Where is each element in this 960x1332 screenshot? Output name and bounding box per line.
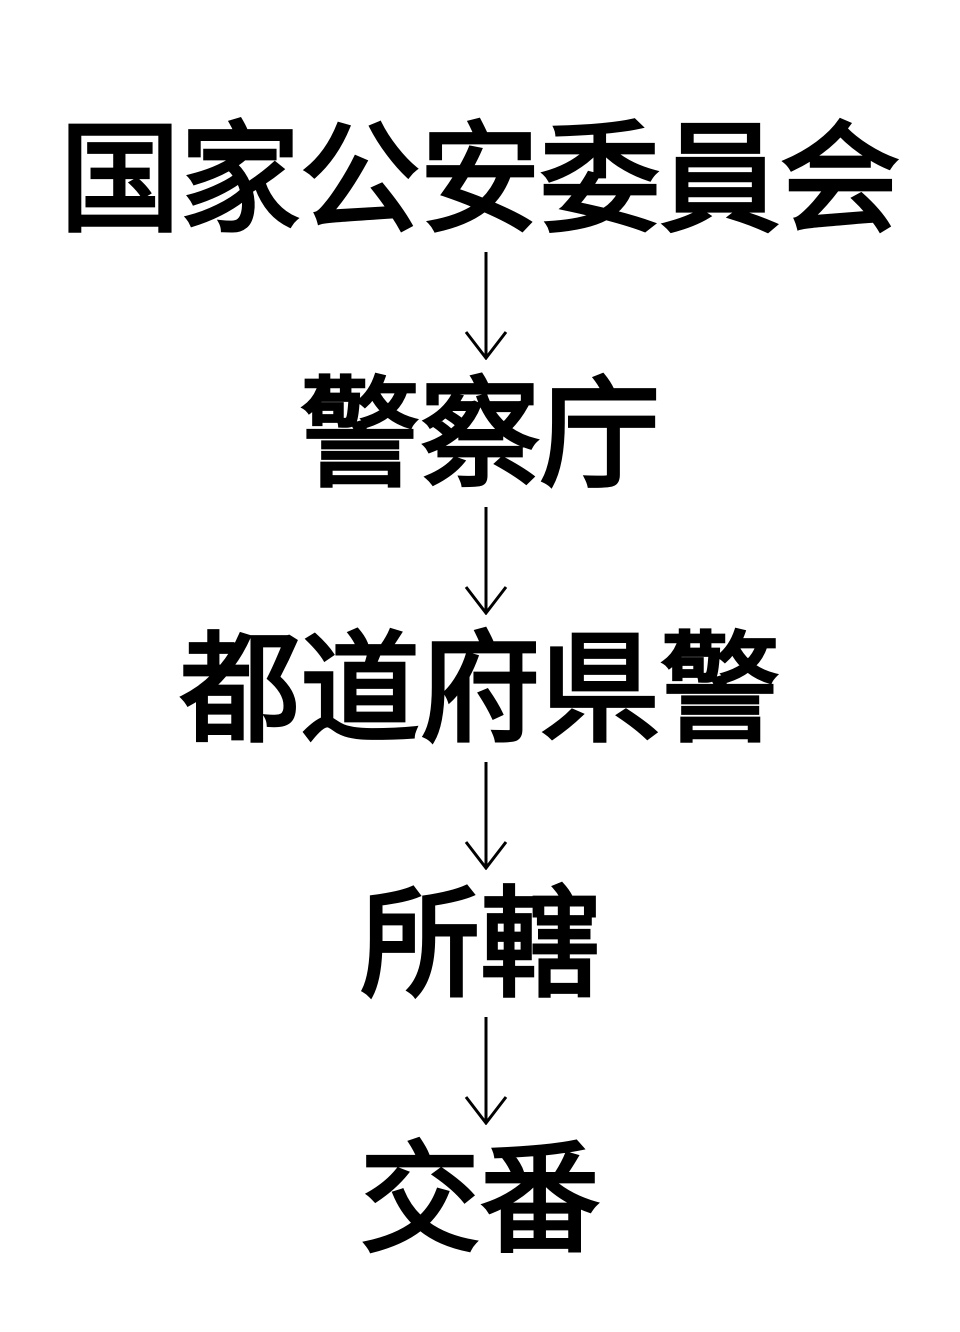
node-prefectural-police: 都道府県警 bbox=[180, 619, 780, 760]
node-national-public-safety-commission: 国家公安委員会 bbox=[60, 109, 900, 250]
node-national-police-agency: 警察庁 bbox=[300, 364, 660, 505]
node-precinct: 所轄 bbox=[360, 874, 600, 1015]
arrow-down-icon bbox=[462, 505, 510, 615]
arrow-down-icon bbox=[462, 1015, 510, 1125]
arrow-down-icon bbox=[462, 250, 510, 360]
arrow-down-icon bbox=[462, 760, 510, 870]
node-police-box: 交番 bbox=[360, 1129, 600, 1270]
